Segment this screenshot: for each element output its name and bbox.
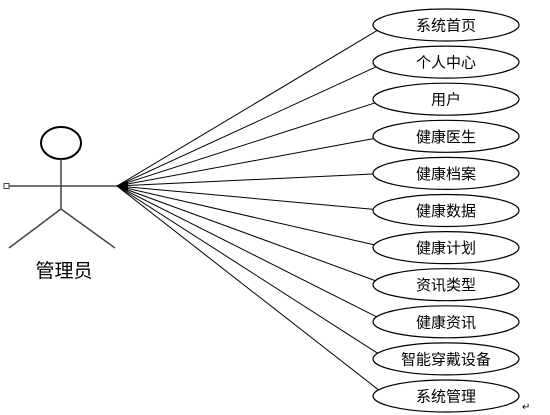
use-case-ellipse — [372, 45, 520, 79]
association-hub-arrowhead — [116, 181, 128, 191]
use-case: 个人中心 — [372, 45, 520, 79]
use-case-label: 健康计划 — [416, 239, 476, 257]
association-line — [116, 185, 382, 247]
actor-label: 管理员 — [35, 260, 92, 282]
use-case: 系统管理 — [372, 379, 520, 413]
use-case: 健康档案 — [372, 156, 520, 190]
use-case-ellipse — [372, 193, 520, 228]
use-case-ellipse — [372, 342, 520, 376]
use-case-label: 健康数据 — [416, 202, 476, 220]
association-line — [116, 185, 382, 393]
use-case-label: 资讯类型 — [416, 276, 476, 294]
actor-left-leg — [8, 208, 62, 249]
use-case-label: 用户 — [431, 91, 461, 109]
association-line — [116, 185, 382, 320]
actor-right-leg — [60, 208, 116, 249]
use-case-group: 系统首页个人中心用户健康医生健康档案健康数据健康计划资讯类型健康资讯智能穿戴设备… — [372, 8, 520, 413]
use-case: 健康计划 — [372, 231, 520, 265]
association-line — [116, 136, 382, 187]
actor-arm-end-marker — [3, 183, 10, 189]
association-line — [116, 185, 382, 211]
use-case: 用户 — [372, 82, 520, 116]
association-line — [116, 173, 382, 187]
association-line — [116, 64, 382, 187]
use-case-ellipse — [372, 8, 520, 42]
use-case: 健康数据 — [372, 193, 520, 228]
association-line — [116, 27, 382, 187]
use-case-label: 健康档案 — [416, 165, 476, 183]
use-case-label: 健康资讯 — [416, 313, 476, 331]
use-case: 健康医生 — [372, 119, 520, 153]
actor-head — [40, 126, 82, 160]
use-case-ellipse — [372, 231, 520, 265]
use-case-ellipse — [372, 156, 520, 190]
use-case: 健康资讯 — [372, 305, 520, 339]
use-case-ellipse — [372, 379, 520, 413]
use-case-label: 系统首页 — [416, 17, 476, 35]
association-lines — [116, 27, 382, 393]
use-case-ellipse — [372, 82, 520, 116]
use-case: 系统首页 — [372, 8, 520, 42]
use-case-ellipse — [372, 119, 520, 153]
use-case-label: 健康医生 — [416, 128, 476, 146]
association-line — [116, 100, 382, 187]
use-case-label: 个人中心 — [416, 54, 476, 72]
use-case-label: 智能穿戴设备 — [401, 350, 491, 368]
use-case: 智能穿戴设备 — [372, 342, 520, 376]
association-line — [116, 185, 382, 356]
paragraph-mark: ↵ — [522, 402, 530, 413]
use-case-ellipse — [372, 268, 520, 302]
use-case: 资讯类型 — [372, 268, 520, 302]
actor-figure: 管理员 — [3, 126, 117, 282]
association-line — [116, 185, 382, 284]
use-case-ellipse — [372, 305, 520, 339]
use-case-label: 系统管理 — [416, 388, 476, 406]
